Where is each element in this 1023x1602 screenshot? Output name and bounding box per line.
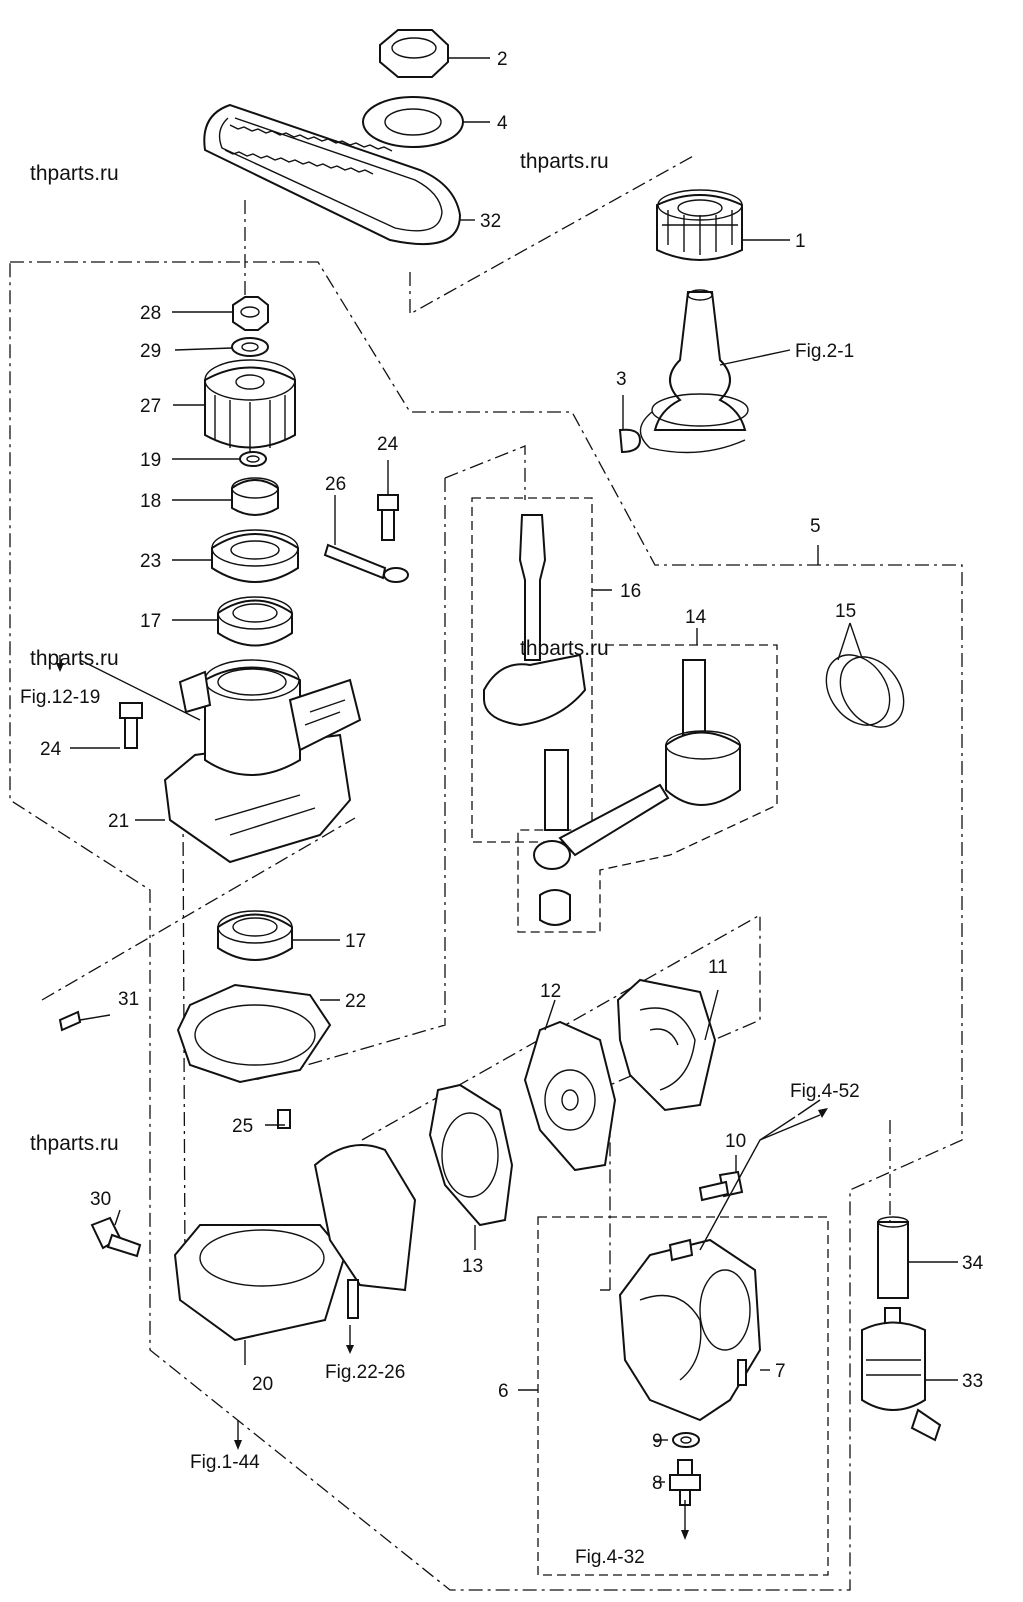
- pin-31-line: [41, 817, 356, 1001]
- ref-fig-2-1: Fig.2-1: [795, 341, 854, 362]
- part-32-timing-belt: [203, 103, 462, 246]
- ref-fig-1-44: Fig.1-44: [190, 1452, 260, 1473]
- part-29-washer: [231, 337, 269, 357]
- group-outline-main: [9, 261, 963, 1591]
- callout-17: 17: [140, 611, 161, 632]
- part-4-washer: [362, 96, 464, 148]
- part-6-water-pump: [618, 1238, 762, 1422]
- callout-23: 23: [140, 551, 161, 572]
- part-21-upper-housing: [163, 659, 362, 864]
- callout-6: 6: [498, 1381, 509, 1402]
- box-14: [517, 644, 778, 933]
- ref-fig-4-52: Fig.4-52: [790, 1081, 860, 1102]
- crankshaft-upper-reference: [639, 289, 749, 454]
- callout-17: 17: [345, 931, 366, 952]
- watermark: thparts.ru: [520, 150, 609, 173]
- part-13-gasket: [428, 1083, 514, 1227]
- callout-24: 24: [377, 434, 399, 455]
- callout-11: 11: [708, 957, 728, 978]
- part-20-lower-case: [173, 1144, 417, 1342]
- watermark: thparts.ru: [30, 647, 119, 670]
- part-15-piston-rings: [825, 654, 905, 728]
- part-8-fitting: [669, 1459, 701, 1506]
- callout-14: 14: [685, 607, 707, 628]
- part-24-bolt-left: [119, 702, 143, 749]
- ref-fig-4-32: Fig.4-32: [575, 1547, 645, 1568]
- arrow-heads: [56, 663, 828, 1540]
- callout-7: 7: [775, 1361, 786, 1382]
- callout-29: 29: [140, 341, 161, 362]
- callout-30: 30: [90, 1189, 111, 1210]
- leader-lines: [59, 57, 958, 1530]
- callout-4: 4: [497, 113, 508, 134]
- part-12-plate: [523, 1020, 617, 1172]
- callout-22: 22: [345, 991, 366, 1012]
- callout-8: 8: [652, 1473, 663, 1494]
- callout-24: 24: [40, 739, 62, 760]
- callout-16: 16: [620, 581, 641, 602]
- watermark: thparts.ru: [30, 1132, 119, 1155]
- part-11-gasket: [616, 978, 717, 1112]
- callout-1: 1: [795, 231, 806, 252]
- part-3-woodruff-key: [618, 428, 642, 454]
- part-1-flywheel-nut: [656, 189, 743, 261]
- callout-26: 26: [325, 474, 346, 495]
- callout-31: 31: [118, 989, 139, 1010]
- callout-28: 28: [140, 303, 161, 324]
- part-17-bearing-lower: [217, 910, 293, 961]
- part-22-gasket: [176, 983, 332, 1084]
- callout-19: 19: [140, 450, 161, 471]
- part-25-dowel-pin: [277, 1109, 291, 1129]
- part-14-piston-assembly: [533, 659, 741, 926]
- callout-2: 2: [497, 49, 508, 70]
- group-outline-crank: [444, 445, 526, 500]
- part-17-bearing-upper: [217, 596, 293, 647]
- part-28-nut: [232, 296, 269, 331]
- part-24-bolt-upper: [377, 494, 399, 541]
- callout-21: 21: [108, 811, 129, 832]
- part-34-hose: [877, 1216, 909, 1299]
- part-30-bolt: [90, 1216, 142, 1258]
- callout-5: 5: [810, 516, 821, 537]
- callout-33: 33: [962, 1371, 983, 1392]
- callout-32: 32: [480, 211, 501, 232]
- part-33-filter: [861, 1307, 942, 1442]
- callout-27: 27: [140, 396, 161, 417]
- part-26-ground-strap: [323, 543, 409, 583]
- part-2-nut: [379, 29, 449, 78]
- callout-12: 12: [540, 981, 561, 1002]
- belt-link-line: [409, 154, 696, 316]
- pump-connect-line: [361, 913, 761, 1290]
- part-31-dowel-pin: [58, 1010, 82, 1032]
- box-6: [537, 1216, 829, 1576]
- ref-fig-12-19: Fig.12-19: [20, 687, 100, 708]
- callout-3: 3: [616, 369, 627, 390]
- watermark: thparts.ru: [30, 162, 119, 185]
- callout-9: 9: [652, 1431, 663, 1452]
- watermark: thparts.ru: [520, 637, 609, 660]
- part-10-bolt: [698, 1170, 744, 1202]
- part-27-pulley: [204, 359, 296, 452]
- part-19-washer: [239, 451, 267, 467]
- part-18-spacer: [231, 477, 279, 516]
- part-9-washer: [672, 1432, 700, 1448]
- callout-10: 10: [725, 1131, 746, 1152]
- group-outline-crank-lower: [254, 478, 446, 1081]
- callout-18: 18: [140, 491, 161, 512]
- part-23-oil-seal: [211, 529, 299, 583]
- callout-20: 20: [252, 1374, 273, 1395]
- callout-34: 34: [962, 1253, 984, 1274]
- callout-25: 25: [232, 1116, 253, 1137]
- callout-13: 13: [462, 1256, 483, 1277]
- part-16-crankshaft: [483, 514, 587, 831]
- callout-15: 15: [835, 601, 856, 622]
- ref-fig-22-26: Fig.22-26: [325, 1362, 405, 1383]
